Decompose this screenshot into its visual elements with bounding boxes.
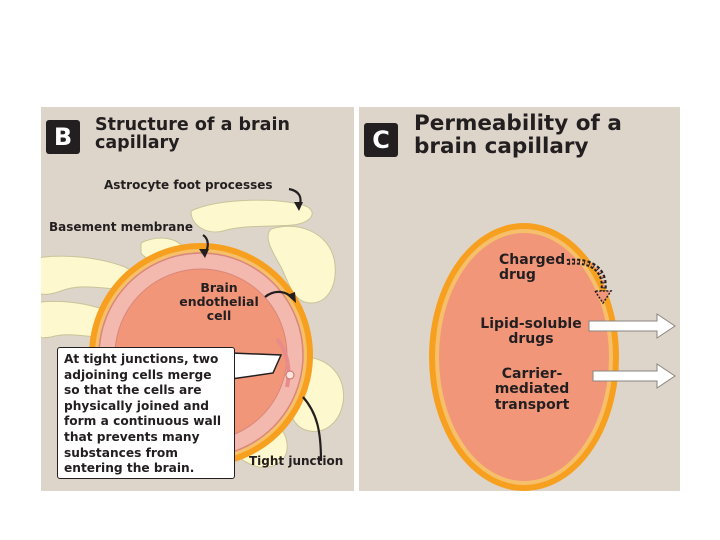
carrier-mediated-arrow <box>592 363 676 389</box>
label-brain-endothelial-cell: Brain endothelial cell <box>179 280 259 323</box>
panel-permeability: C Permeability of a brain capillary Char… <box>359 107 680 491</box>
panel-title-b: Structure of a brain capillary <box>95 115 290 154</box>
label-lipid-soluble-drugs: Lipid-soluble drugs <box>480 316 582 348</box>
permeability-illustration <box>429 223 676 491</box>
capillary-cross-section <box>439 233 609 481</box>
label-tight-junction: Tight junction <box>249 454 344 468</box>
label-carrier-mediated-transport: Carrier-mediated transport <box>494 366 570 413</box>
panel-badge-c: C <box>364 123 398 157</box>
label-basement-membrane: Basement membrane <box>49 220 194 234</box>
panel-structure: B Structure of a brain capillary Astrocy… <box>41 107 354 491</box>
tight-junction-callout: At tight junctions, two adjoining cells … <box>57 347 235 479</box>
lipid-soluble-arrow <box>588 313 676 339</box>
label-charged-drug: Charged drug <box>499 252 566 284</box>
panel-title-c: Permeability of a brain capillary <box>414 111 622 159</box>
label-astrocyte-foot-processes: Astrocyte foot processes <box>104 178 273 192</box>
panel-badge-b: B <box>46 120 80 154</box>
tight-junction-cleft <box>275 337 291 388</box>
